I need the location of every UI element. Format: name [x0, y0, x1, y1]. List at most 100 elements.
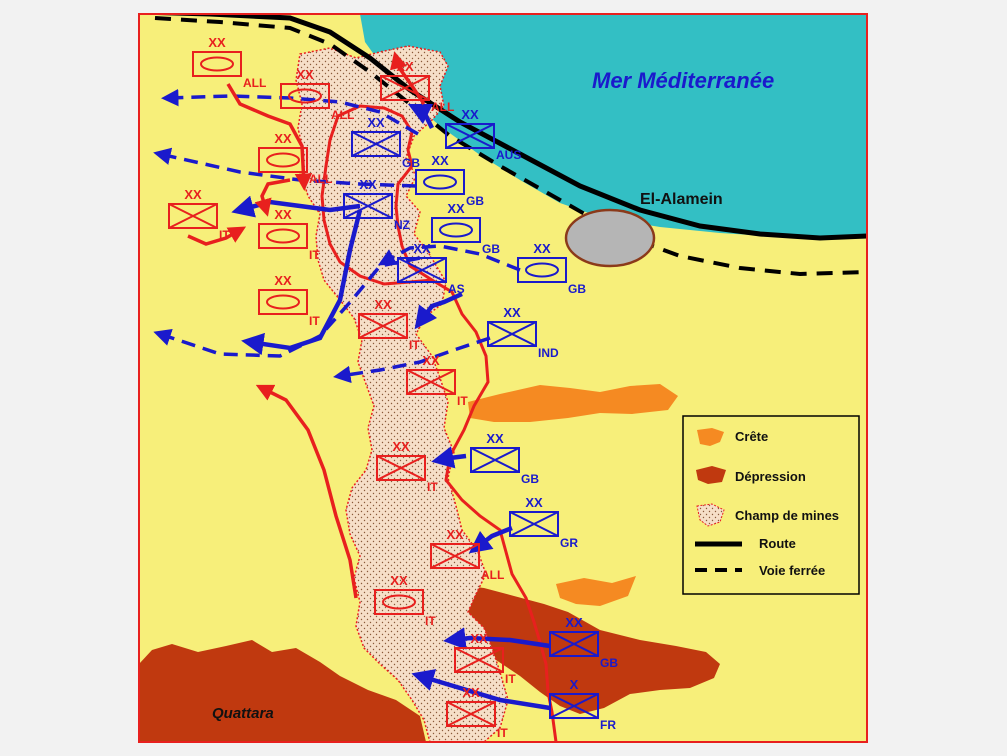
allied-unit: XX GB: [351, 115, 420, 170]
unit-tag: IT: [497, 726, 508, 740]
depression: [139, 640, 426, 742]
unit-frame: [487, 321, 537, 347]
unit-tag: GB: [568, 282, 586, 296]
infantry-cross-icon: [380, 75, 430, 101]
sea: [360, 14, 867, 238]
unit-echelon: XX: [461, 107, 479, 122]
unit-echelon: XX: [274, 207, 292, 222]
unit-frame: [380, 75, 430, 101]
unit-frame: [454, 647, 504, 673]
depression-swatch-icon: [696, 466, 726, 484]
front-line-north: [320, 115, 433, 286]
armour-symbol-icon: [266, 294, 300, 310]
unit-frame: [358, 313, 408, 339]
unit-frame: [430, 543, 480, 569]
infantry-cross-icon: [343, 193, 393, 219]
quattara-label: Quattara: [212, 705, 274, 722]
unit-frame: [446, 701, 496, 727]
armour-symbol-icon: [266, 228, 300, 244]
unit-tag: IT: [427, 480, 438, 494]
unit-echelon: XX: [470, 631, 488, 646]
unit-echelon: XX: [208, 35, 226, 50]
legend: Crête Dépression Champ de mines Route Vo…: [682, 415, 860, 595]
el-alamein-label: El-Alamein: [640, 191, 723, 208]
armour-symbol-icon: [439, 222, 473, 238]
unit-tag: IT: [309, 314, 320, 328]
legend-label: Route: [759, 536, 796, 551]
infantry-cross-icon: [397, 257, 447, 283]
legend-label: Dépression: [735, 469, 806, 484]
unit-frame: [470, 447, 520, 473]
unit-echelon: XX: [446, 527, 464, 542]
unit-tag: IT: [219, 228, 230, 242]
infantry-cross-icon: [168, 203, 218, 229]
unit-tag: ALL: [431, 100, 454, 114]
unit-tag: GB: [402, 156, 420, 170]
unit-frame: [258, 147, 308, 173]
infantry-cross-icon: [430, 543, 480, 569]
infantry-cross-icon: [470, 447, 520, 473]
unit-frame: [280, 83, 330, 109]
unit-frame: [374, 589, 424, 615]
allied-unit: XX IND: [487, 305, 559, 360]
unit-frame: [351, 131, 401, 157]
unit-frame: [258, 223, 308, 249]
unit-tag: IT: [457, 394, 468, 408]
unit-frame: [431, 217, 481, 243]
ridge: [468, 384, 678, 422]
axis-units: XXALLXXALLXXITXXALLXXITXXALLXXITXXITXXIT…: [168, 35, 516, 740]
unit-echelon: XX: [390, 573, 408, 588]
axis-unit: XX IT: [454, 631, 516, 686]
el-alamein-town: [564, 208, 656, 268]
unit-echelon: XX: [367, 115, 385, 130]
unit-frame: [258, 289, 308, 315]
unit-echelon: XX: [503, 305, 521, 320]
coastal-road: [139, 14, 867, 241]
allied-unit: XX GB: [549, 615, 618, 670]
unit-frame: [168, 203, 218, 229]
unit-frame: [192, 51, 242, 77]
unit-tag: ALL: [243, 76, 266, 90]
unit-echelon: XX: [533, 241, 551, 256]
unit-tag: IT: [505, 672, 516, 686]
infantry-cross-icon: [454, 647, 504, 673]
front-line: [337, 104, 558, 742]
unit-frame: [549, 693, 599, 719]
ridge-swatch-icon: [697, 428, 724, 446]
unit-echelon: XX: [392, 439, 410, 454]
armour-symbol-icon: [266, 152, 300, 168]
unit-tag: IND: [538, 346, 559, 360]
unit-echelon: XX: [422, 353, 440, 368]
unit-echelon: XX: [274, 273, 292, 288]
axis-unit: XX IT: [376, 439, 438, 494]
unit-tag: GB: [521, 472, 539, 486]
unit-echelon: XX: [486, 431, 504, 446]
allied-unit: XX GB: [517, 241, 586, 296]
unit-echelon: XX: [431, 153, 449, 168]
unit-echelon: X: [570, 677, 579, 692]
infantry-cross-icon: [358, 313, 408, 339]
infantry-cross-icon: [445, 123, 495, 149]
unit-echelon: XX: [565, 615, 583, 630]
unit-frame: [509, 511, 559, 537]
armour-symbol-icon: [525, 262, 559, 278]
unit-tag: GB: [600, 656, 618, 670]
unit-tag: ALL: [309, 172, 332, 186]
unit-frame: [376, 455, 426, 481]
unit-frame: [397, 257, 447, 283]
railway: [154, 16, 867, 277]
unit-echelon: XX: [359, 177, 377, 192]
infantry-cross-icon: [351, 131, 401, 157]
unit-echelon: XX: [184, 187, 202, 202]
